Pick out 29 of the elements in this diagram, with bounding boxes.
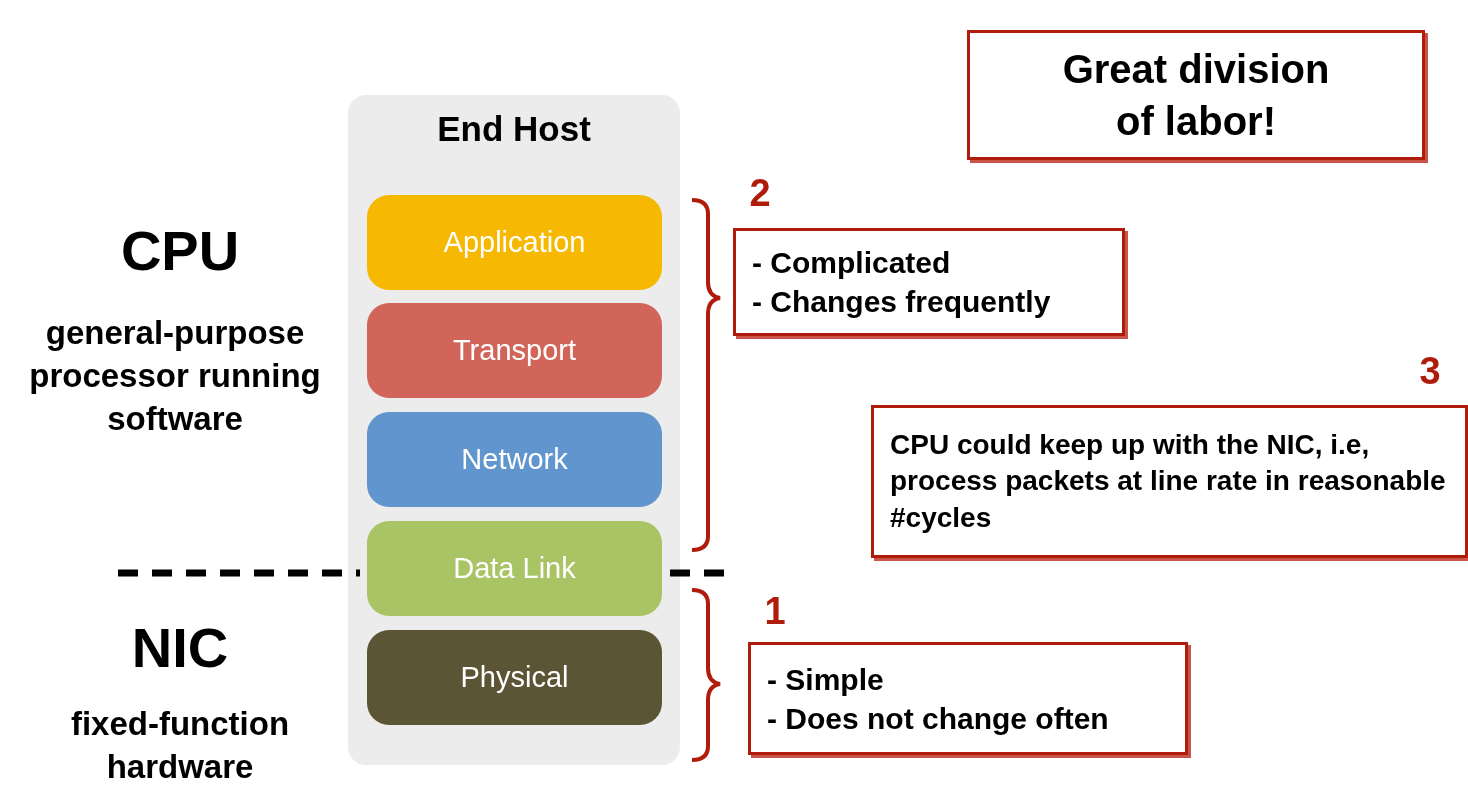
layer-label: Application (443, 226, 586, 259)
panel-title: End Host (436, 109, 592, 149)
callout-number: 2 (748, 172, 772, 215)
note-text: - Does not change often (767, 700, 1110, 737)
note-box (871, 405, 1468, 558)
note-text: Great division of labor! (1061, 46, 1331, 145)
layer-box (367, 412, 662, 507)
note-text: CPU could keep up with the NIC, i.e, process packets at line rate in reasonable #cycles (890, 427, 1447, 535)
section-heading: NIC (130, 615, 230, 681)
layer-box (367, 521, 662, 616)
layer-label: Data Link (453, 552, 576, 585)
callout-number: 1 (763, 590, 787, 633)
layer-label: Network (461, 443, 568, 476)
description-text: general-purpose processor running software (28, 313, 322, 439)
layer-box (367, 303, 662, 398)
description-text: fixed-function hardware (69, 704, 291, 786)
note-text: - Simple (767, 661, 885, 698)
note-box (748, 642, 1188, 755)
note-box (733, 228, 1125, 336)
callout-number: 3 (1418, 350, 1442, 393)
section-heading: CPU (119, 218, 241, 284)
layer-box (367, 195, 662, 290)
layer-label: Transport (453, 334, 576, 367)
layer-box (367, 630, 662, 725)
layer-label: Physical (460, 661, 569, 694)
host-panel (348, 95, 680, 765)
note-text: - Changes frequently (752, 284, 1052, 320)
note-box (967, 30, 1425, 160)
note-text: - Complicated (752, 245, 952, 281)
